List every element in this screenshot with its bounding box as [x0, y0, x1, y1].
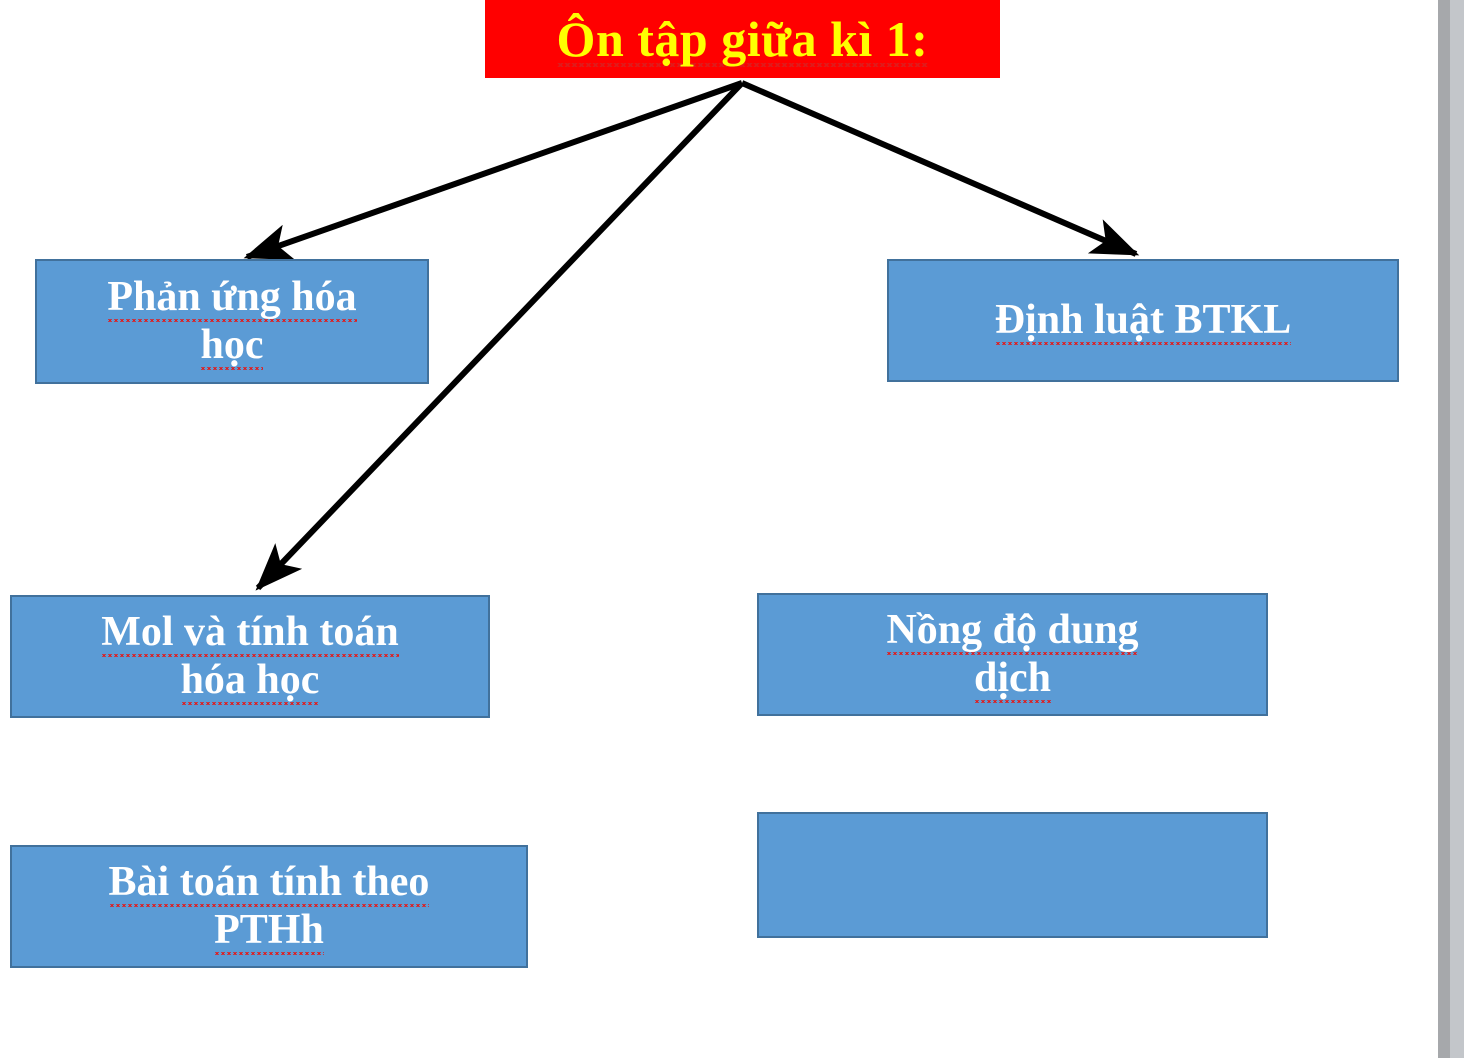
node-phan-ung-hoa-hoc[interactable]: Phản ứng hóa học — [35, 259, 429, 384]
arrow-to-dinh-luat-btkl — [740, 80, 1140, 257]
node-line-2: hóa học — [180, 656, 320, 707]
node-line-1: Nồng độ dung — [886, 607, 1139, 657]
slide-title-text: Ôn tập giữa kì 1: — [556, 11, 929, 67]
node-phan-ung-hoa-hoc-text: Phản ứng hóa học — [101, 274, 362, 368]
node-dinh-luat-btkl[interactable]: Định luật BTKL — [887, 259, 1399, 382]
node-line-2: PTHh — [214, 906, 324, 957]
node-dinh-luat-btkl-text: Định luật BTKL — [989, 296, 1297, 347]
node-nong-do-dung-dich[interactable]: Nồng độ dung dịch — [757, 593, 1268, 716]
node-line-1: Bài toán tính theo — [108, 859, 430, 909]
node-bai-toan-tinh-theo-pthh-text: Bài toán tính theo PTHh — [103, 859, 436, 953]
node-line-1: Phản ứng hóa — [107, 274, 357, 324]
scrollbar-thumb[interactable] — [1438, 0, 1450, 1058]
node-nong-do-dung-dich-text: Nồng độ dung dịch — [880, 607, 1144, 701]
node-line-1: Định luật BTKL — [994, 296, 1292, 347]
node-mol-va-tinh-toan-text: Mol và tính toán hóa học — [95, 609, 405, 703]
node-line-2: dịch — [973, 654, 1052, 705]
node-empty[interactable] — [757, 812, 1268, 938]
scrollbar-track[interactable] — [1450, 0, 1464, 1058]
slide-title-label: Ôn tập giữa kì 1: — [556, 11, 929, 71]
node-mol-va-tinh-toan-hoa-hoc[interactable]: Mol và tính toán hóa học — [10, 595, 490, 718]
node-bai-toan-tinh-theo-pthh[interactable]: Bài toán tính theo PTHh — [10, 845, 528, 968]
arrow-to-phan-ung-hoa-hoc — [243, 80, 743, 260]
node-line-2: học — [200, 321, 264, 372]
slide-title-box[interactable]: Ôn tập giữa kì 1: — [485, 0, 1000, 78]
node-line-1: Mol và tính toán — [101, 609, 399, 659]
